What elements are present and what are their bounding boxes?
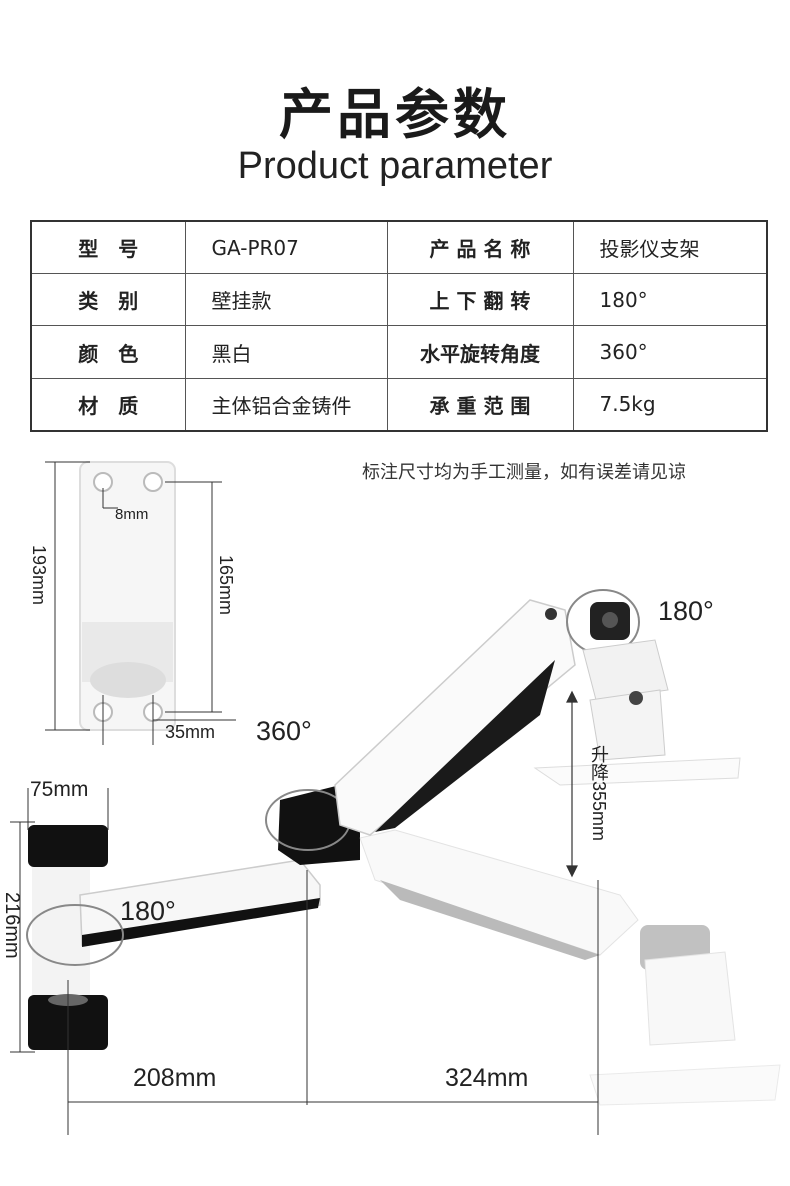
spec-value: 主体铝合金铸件 (184, 377, 388, 432)
arm1-length-label: 208mm (133, 1064, 217, 1092)
rotation-horizontal-label: 360° (256, 716, 312, 746)
page-subtitle: Product parameter (237, 145, 553, 187)
plate-width-label: 35mm (165, 722, 216, 742)
spec-label: 承 重 范 围 (386, 377, 574, 432)
spec-label: 颜 色 (30, 325, 186, 379)
spec-value: GA-PR07 (184, 220, 388, 275)
spec-label: 型 号 (30, 220, 186, 275)
page-title: 产品参数 (279, 83, 511, 146)
spec-label: 产 品 名 称 (386, 220, 574, 275)
rotation-clamp-label: 180° (120, 896, 176, 926)
plate-height-inner-label: 165mm (216, 555, 236, 616)
projector-mount (533, 589, 741, 786)
spec-value: 壁挂款 (184, 273, 388, 327)
spec-label: 水平旋转角度 (386, 325, 574, 379)
spec-value: 黑白 (184, 325, 388, 379)
spec-label: 材 质 (30, 377, 186, 432)
wall-plate (79, 461, 176, 731)
arm2-length-label: 324mm (445, 1064, 529, 1092)
clamp-height-label: 216mm (1, 892, 23, 959)
clamp-width-label: 75mm (30, 778, 89, 801)
lift-label: 升降355mm (589, 745, 609, 842)
spec-value: 180° (572, 273, 768, 327)
spec-value: 7.5kg (572, 377, 768, 432)
spec-value: 投影仪支架 (572, 220, 768, 275)
plate-height-total-label: 193mm (29, 545, 49, 606)
measurement-note: 标注尺寸均为手工测量，如有误差请见谅 (362, 462, 686, 483)
spec-label: 上 下 翻 转 (386, 273, 574, 327)
spec-label: 类 别 (30, 273, 186, 327)
upper-arm (334, 599, 576, 836)
lower-arm (79, 859, 321, 947)
hole-spacing-label: 8mm (115, 506, 149, 523)
product-diagram (10, 461, 781, 1135)
tilt-label: 180° (658, 596, 714, 626)
ghost-arm (359, 829, 781, 1106)
spec-value: 360° (572, 325, 768, 379)
